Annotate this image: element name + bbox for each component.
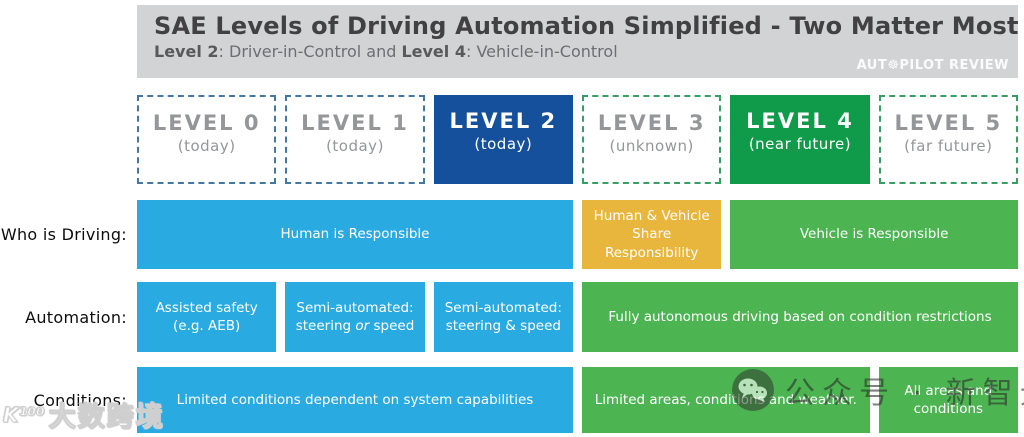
level-5-box: LEVEL 5 (far future)	[878, 95, 1018, 184]
cell-shared-responsibility: Human & Vehicle Share Responsibility	[582, 200, 722, 269]
brand-prefix: AUT	[856, 58, 888, 73]
page-subtitle: Level 2: Driver-in-Control and Level 4: …	[154, 42, 1008, 61]
cell-semi-automated-and: Semi-automated: steering & speed	[433, 282, 573, 352]
autopilot-review-logo: AUT☸PILOT REVIEW	[857, 58, 1009, 73]
level-4-box: LEVEL 4 (near future)	[730, 95, 870, 184]
level-1-timeframe: (today)	[326, 137, 384, 155]
watermark-left-text: 大数跨境	[48, 402, 165, 434]
cell-semi-automated-or: Semi-automated: steering or speed	[285, 282, 425, 352]
level-3-name: LEVEL 3	[597, 111, 706, 135]
level-0-timeframe: (today)	[177, 137, 236, 155]
automation-row: Assisted safety (e.g. AEB) Semi-automate…	[137, 282, 1018, 352]
level-4-timeframe: (near future)	[748, 135, 852, 153]
level-0-name: LEVEL 0	[152, 111, 261, 135]
level-3-box: LEVEL 3 (unknown)	[581, 95, 722, 184]
subtitle-level4: Level 4	[401, 42, 466, 61]
semi-or-line1: Semi-automated:	[296, 299, 414, 316]
cell-limited-system-conditions: Limited conditions dependent on system c…	[137, 367, 573, 433]
header: SAE Levels of Driving Automation Simplif…	[137, 5, 1019, 78]
wechat-icon	[732, 369, 774, 411]
level-1-box: LEVEL 1 (today)	[285, 95, 425, 184]
semi-or-line2: steering or speed	[296, 317, 415, 335]
page-title: SAE Levels of Driving Automation Simplif…	[154, 12, 1019, 40]
who-is-driving-row: Human is Responsible Human & Vehicle Sha…	[137, 200, 1018, 269]
subtitle-level2: Level 2	[154, 42, 219, 61]
semi-and-line2: steering & speed	[445, 318, 561, 334]
k100-logo-icon: K¹⁰⁰	[3, 402, 46, 427]
level-2-box: LEVEL 2 (today)	[433, 95, 573, 184]
semi-or-post: speed	[369, 318, 415, 334]
semi-or-italic: or	[355, 318, 370, 334]
cell-human-responsible: Human is Responsible	[137, 200, 573, 269]
cell-all-areas: All areas and conditions	[878, 367, 1018, 433]
subtitle-text1: : Driver-in-Control and	[218, 42, 402, 61]
watermark-dashukuajing: K¹⁰⁰ 大数跨境	[3, 395, 165, 434]
cell-limited-areas: Limited areas, conditions and weather.	[582, 367, 870, 433]
cell-assisted-safety: Assisted safety (e.g. AEB)	[137, 282, 277, 352]
row-label-automation: Automation:	[25, 307, 127, 327]
cell-fully-autonomous: Fully autonomous driving based on condit…	[581, 282, 1018, 352]
level-0-box: LEVEL 0 (today)	[137, 95, 277, 184]
level-5-timeframe: (far future)	[904, 137, 993, 155]
semi-and-line1: Semi-automated:	[444, 299, 562, 316]
level-boxes-row: LEVEL 0 (today) LEVEL 1 (today) LEVEL 2 …	[137, 95, 1018, 184]
assisted-safety-line1: Assisted safety	[155, 299, 258, 316]
watermark-xinzhiyuan: 公众号 · 新智元	[731, 368, 1024, 412]
watermark-right-text: 公众号 · 新智元	[785, 376, 1024, 411]
level-2-timeframe: (today)	[474, 135, 533, 153]
level-3-timeframe: (unknown)	[609, 137, 694, 155]
level-2-name: LEVEL 2	[449, 109, 558, 133]
row-label-who-is-driving: Who is Driving:	[0, 225, 127, 244]
level-4-name: LEVEL 4	[746, 109, 854, 133]
level-5-name: LEVEL 5	[894, 111, 1003, 135]
semi-or-pre: steering	[295, 318, 356, 334]
level-1-name: LEVEL 1	[301, 111, 409, 135]
conditions-row: Limited conditions dependent on system c…	[137, 367, 1018, 433]
brand-suffix: PILOT REVIEW	[899, 58, 1009, 73]
cell-vehicle-responsible: Vehicle is Responsible	[730, 200, 1018, 269]
assisted-safety-line2: (e.g. AEB)	[173, 318, 241, 334]
steering-wheel-icon: ☸	[887, 58, 900, 73]
row-label-conditions: Conditions:	[33, 390, 127, 410]
subtitle-text2: : Vehicle-in-Control	[465, 42, 618, 61]
